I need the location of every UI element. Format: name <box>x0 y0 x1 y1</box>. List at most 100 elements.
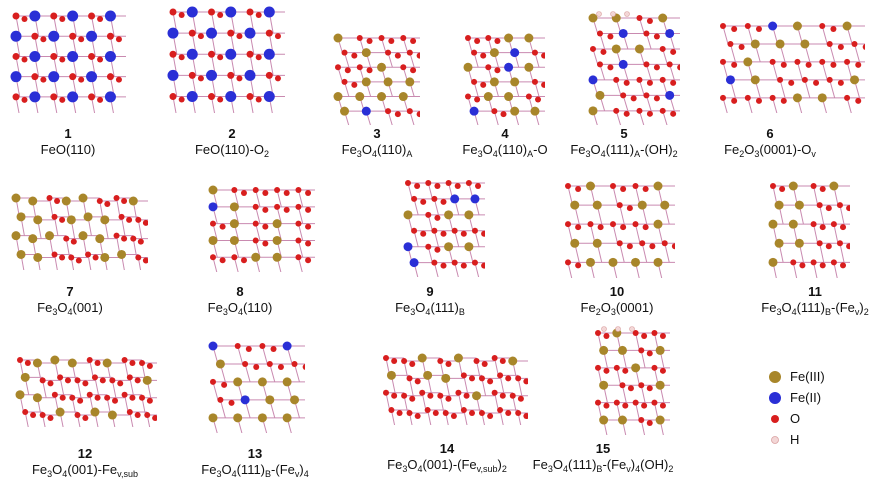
o-atom <box>12 52 20 60</box>
structure-formula: Fe3O4(111)A-(OH)2 <box>570 141 677 159</box>
h-atom <box>629 326 635 332</box>
o-atom <box>139 394 146 401</box>
o-atom <box>844 58 851 65</box>
o-atom <box>406 49 413 56</box>
fe3-atom <box>655 415 665 425</box>
fe3-atom <box>570 238 580 248</box>
formula-text: O <box>415 300 426 315</box>
fe3-atom <box>441 373 451 383</box>
fe3-atom <box>743 57 753 67</box>
formula-text: O <box>361 142 372 157</box>
structure-number: 10 <box>609 284 625 299</box>
legend-label: O <box>790 411 801 426</box>
o-atom <box>653 95 660 102</box>
o-atom <box>825 243 832 250</box>
o-atom <box>252 220 259 227</box>
o-atom <box>142 257 148 264</box>
fe3-atom <box>504 33 514 43</box>
o-atom <box>217 54 224 61</box>
fe3-atom <box>11 231 21 241</box>
o-atom <box>779 186 786 192</box>
fe3-atom <box>800 39 810 49</box>
fe3-atom <box>510 77 520 87</box>
formula-text: (OH) <box>640 457 669 472</box>
fe3-atom <box>229 235 239 245</box>
o-atom <box>240 190 247 196</box>
o-atom <box>356 35 363 41</box>
o-atom <box>208 93 216 101</box>
fe3-atom <box>333 33 343 43</box>
o-atom <box>178 54 185 61</box>
o-atom <box>134 377 141 384</box>
o-atom <box>59 96 66 103</box>
structure-number: 12 <box>77 446 93 461</box>
o-atom <box>262 223 269 230</box>
fe3-atom <box>631 363 641 373</box>
o-atom <box>471 49 478 56</box>
o-atom <box>420 230 427 237</box>
o-atom <box>178 12 185 18</box>
structure-formula: Fe2O3(0001)-Ov <box>724 141 816 159</box>
o-atom <box>481 262 485 269</box>
structure-model-3 <box>333 33 420 125</box>
o-atom <box>632 330 639 336</box>
fe3-atom <box>16 212 26 222</box>
fe3-atom <box>850 75 860 85</box>
o-atom <box>137 238 144 245</box>
formula-subscript: 2 <box>739 149 745 159</box>
formula-subscript: 4 <box>67 307 73 317</box>
o-atom <box>531 78 538 85</box>
o-atom <box>50 12 58 20</box>
o-atom <box>305 240 312 247</box>
o-atom <box>401 358 408 364</box>
formula-text: ) <box>497 457 502 472</box>
o-atom <box>600 48 607 55</box>
o-atom <box>265 71 273 79</box>
fe2-atom <box>29 91 41 103</box>
o-atom <box>646 18 653 24</box>
fe3-atom <box>658 13 668 23</box>
o-atom <box>463 392 470 399</box>
fe2-atom <box>167 27 179 39</box>
o-atom <box>794 58 801 65</box>
o-atom <box>638 417 645 424</box>
o-atom <box>840 262 847 269</box>
legend-label: Fe(II) <box>790 390 822 405</box>
o-atom <box>425 243 432 250</box>
fe3-atom <box>453 353 463 363</box>
o-atom <box>219 257 226 264</box>
o-atom <box>356 64 363 71</box>
fe3-atom <box>794 200 804 210</box>
structure-model-1 <box>10 10 126 113</box>
fe2-atom <box>186 91 198 103</box>
fe3-atom <box>631 257 640 267</box>
structure-number: 2 <box>228 126 236 141</box>
formula-text: O <box>590 142 601 157</box>
o-atom <box>126 216 133 223</box>
structure-model-10 <box>565 181 675 278</box>
o-atom <box>819 58 826 65</box>
o-atom <box>590 45 596 52</box>
o-atom <box>837 43 844 50</box>
formula-subscript: v <box>294 469 300 479</box>
o-atom <box>88 93 96 101</box>
fe3-atom <box>530 106 540 116</box>
o-atom <box>491 108 498 115</box>
fe3-atom <box>750 75 760 85</box>
fe2-atom <box>206 27 218 39</box>
fe2-atom <box>470 194 480 204</box>
fe3-atom <box>215 359 225 369</box>
formula-subscript: 3 <box>547 464 553 474</box>
fe3-atom <box>257 413 267 423</box>
o-atom <box>641 402 648 409</box>
o-atom <box>525 93 532 100</box>
o-atom <box>855 61 862 68</box>
fe2-atom <box>208 341 218 351</box>
legend: Fe(III) Fe(II) O H <box>768 366 825 450</box>
formula-text: (001) <box>72 300 103 315</box>
o-atom <box>197 33 204 40</box>
formula-subscript: 3 <box>610 307 616 317</box>
formula-text: O <box>227 300 238 315</box>
structure-model-15 <box>595 326 670 435</box>
